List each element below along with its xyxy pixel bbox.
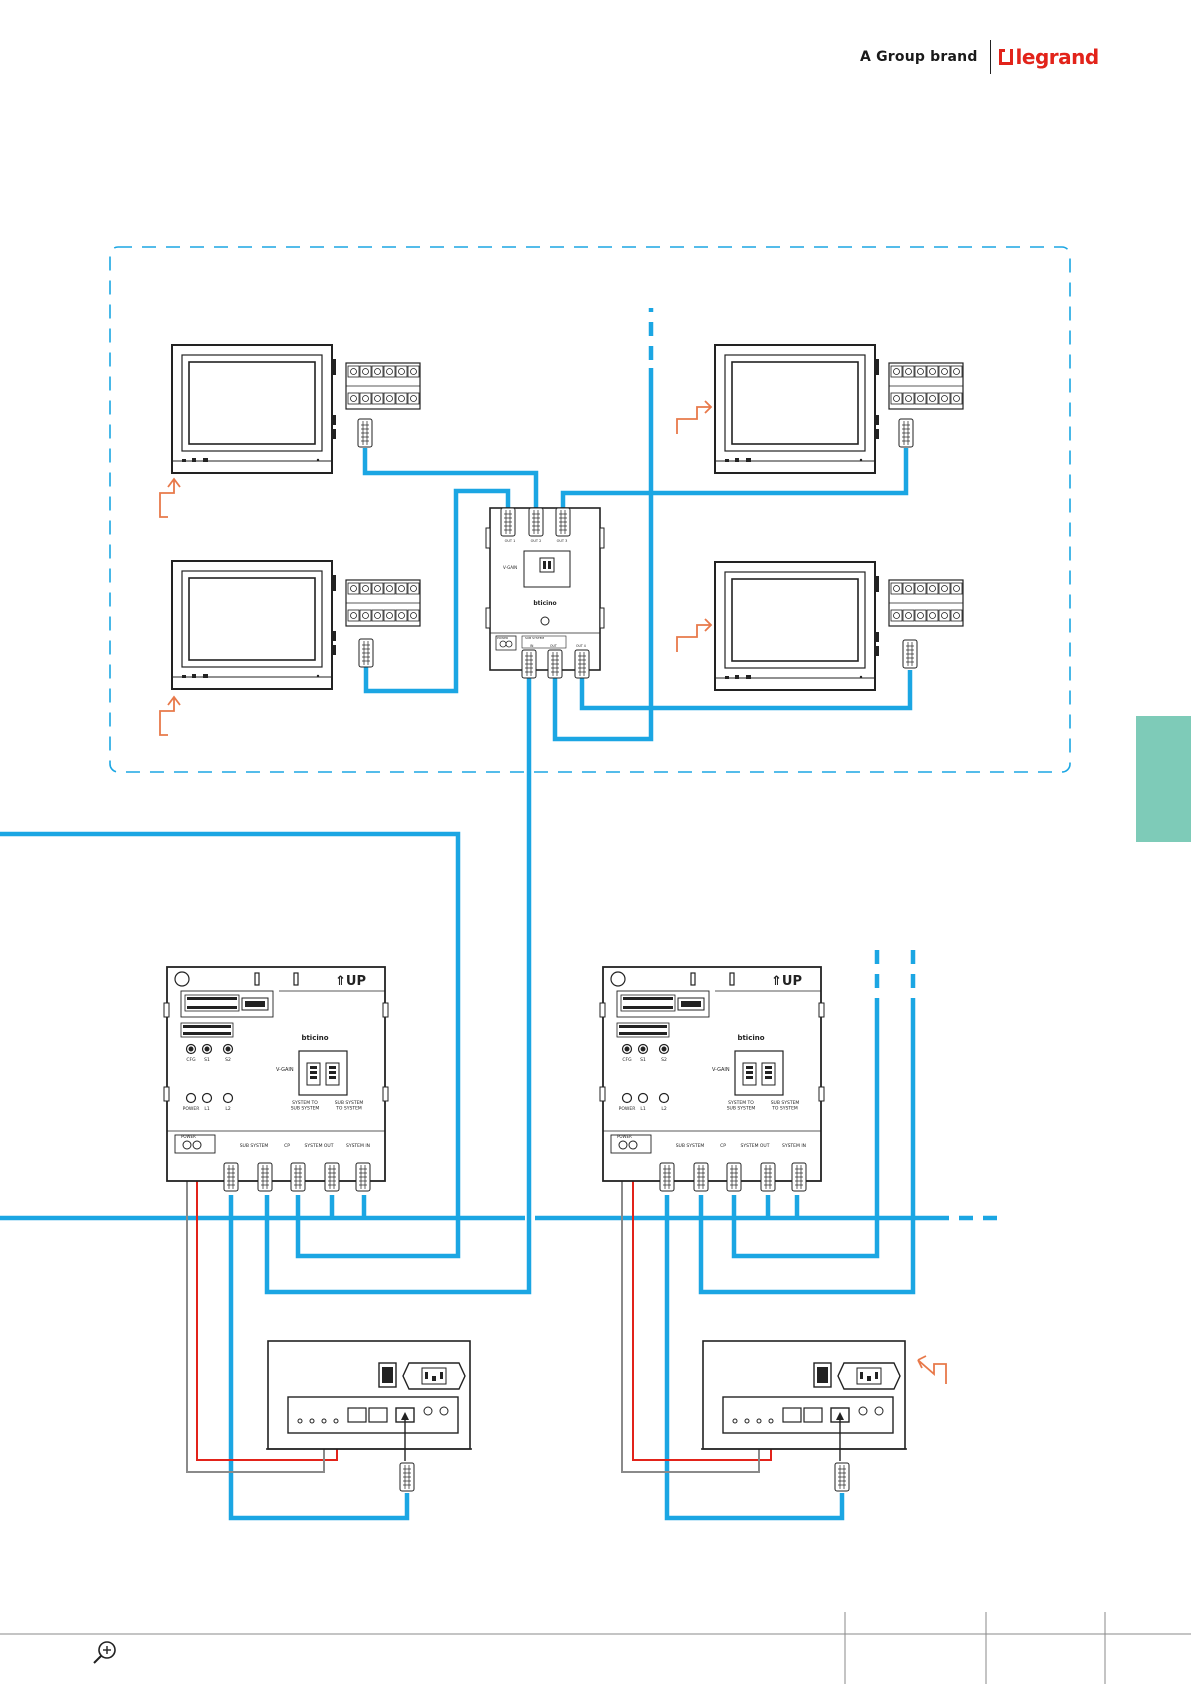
installation-arrow-icon xyxy=(917,1355,947,1384)
interface-l1-label: L1 xyxy=(640,1106,646,1112)
video-monitor[interactable] xyxy=(714,344,964,474)
interface-port-subsystem-label: SUB SYSTEM xyxy=(676,1143,705,1149)
video-monitor[interactable] xyxy=(714,561,964,691)
interface-s1-label: S1 xyxy=(640,1057,646,1063)
interface-port-cp-label: CP xyxy=(284,1143,290,1149)
interface-s2-label: S2 xyxy=(661,1057,667,1063)
interface-up-label: ⇑UP xyxy=(771,974,802,989)
legrand-logo-icon xyxy=(998,49,1013,65)
interface-port-systemin-label: SYSTEM IN xyxy=(782,1143,806,1149)
interface-cfg-label: CFG xyxy=(622,1057,632,1063)
installation-arrow-icon xyxy=(159,478,181,518)
interface-power-led-label: POWER xyxy=(183,1106,200,1112)
apartment-boundary xyxy=(109,246,1071,773)
interface-port-systemout-label: SYSTEM OUT xyxy=(741,1143,770,1149)
interface-port-systemout-label: SYSTEM OUT xyxy=(305,1143,334,1149)
distributor-out2-label: OUT 2 xyxy=(531,539,542,543)
legrand-logo: legrand xyxy=(998,45,1100,69)
interface-power-label: POWER xyxy=(617,1134,632,1139)
video-monitor[interactable] xyxy=(171,344,421,474)
installation-arrow-icon xyxy=(159,696,181,736)
distributor-vgain-label: V-GAIN xyxy=(503,565,517,570)
chapter-side-tab[interactable] xyxy=(1136,716,1191,842)
header-separator xyxy=(989,40,991,74)
interface-brand-text: bticino xyxy=(737,1034,764,1042)
distributor-out3-label: OUT 3 xyxy=(557,539,568,543)
interface-l2-label: L2 xyxy=(225,1106,231,1112)
interface-port-systemin-label: SYSTEM IN xyxy=(346,1143,370,1149)
system-interface[interactable]: ⇑UP bticino CFG S1 S2 POWER L1 L2 V-GAIN xyxy=(163,966,389,1192)
interface-s1-label: S1 xyxy=(204,1057,210,1063)
zoom-in-icon[interactable] xyxy=(93,1641,116,1664)
legrand-logo-text: legrand xyxy=(1015,45,1100,69)
power-supply[interactable] xyxy=(266,1340,472,1492)
video-distributor[interactable]: OUT 1 OUT 2 OUT 3 V-GAIN bticino POWER S… xyxy=(485,507,605,679)
distributor-in-label: IN xyxy=(530,644,534,648)
interface-power-label: POWER xyxy=(181,1134,196,1139)
bus-cables xyxy=(0,368,935,1521)
interface-port-cp-label: CP xyxy=(720,1143,726,1149)
interface-port-subsystem-label: SUB SYSTEM xyxy=(240,1143,269,1149)
interface-l2-label: L2 xyxy=(661,1106,667,1112)
installation-arrow-icon xyxy=(676,400,713,434)
interface-l1-label: L1 xyxy=(204,1106,210,1112)
interface-power-led-label: POWER xyxy=(619,1106,636,1112)
header: A Group brand legrand xyxy=(860,40,1099,74)
distributor-out4-label: OUT 4 xyxy=(576,644,586,648)
interface-cfg-label: CFG xyxy=(186,1057,196,1063)
bus-cable-extensions xyxy=(648,308,1002,1221)
power-supply[interactable] xyxy=(701,1340,907,1492)
interface-vgain-label: V-GAIN xyxy=(712,1067,730,1073)
interface-vgain-label: V-GAIN xyxy=(276,1067,294,1073)
distributor-out-label: OUT xyxy=(550,644,557,648)
installation-arrow-icon xyxy=(676,618,713,652)
distributor-out1-label: OUT 1 xyxy=(505,539,516,543)
interface-up-label: ⇑UP xyxy=(335,974,366,989)
distributor-power-label: POWER xyxy=(497,636,508,640)
video-monitor[interactable] xyxy=(171,560,421,690)
interface-brand-text: bticino xyxy=(301,1034,328,1042)
distributor-brand-text: bticino xyxy=(533,600,556,607)
distributor-subsystem-label: SUB SYSTEM xyxy=(525,636,544,640)
system-interface[interactable]: ⇑UP bticino CFG S1 S2 POWER L1 L2 V-GAIN xyxy=(599,966,825,1192)
interface-s2-label: S2 xyxy=(225,1057,231,1063)
group-brand-text: A Group brand xyxy=(860,49,978,65)
